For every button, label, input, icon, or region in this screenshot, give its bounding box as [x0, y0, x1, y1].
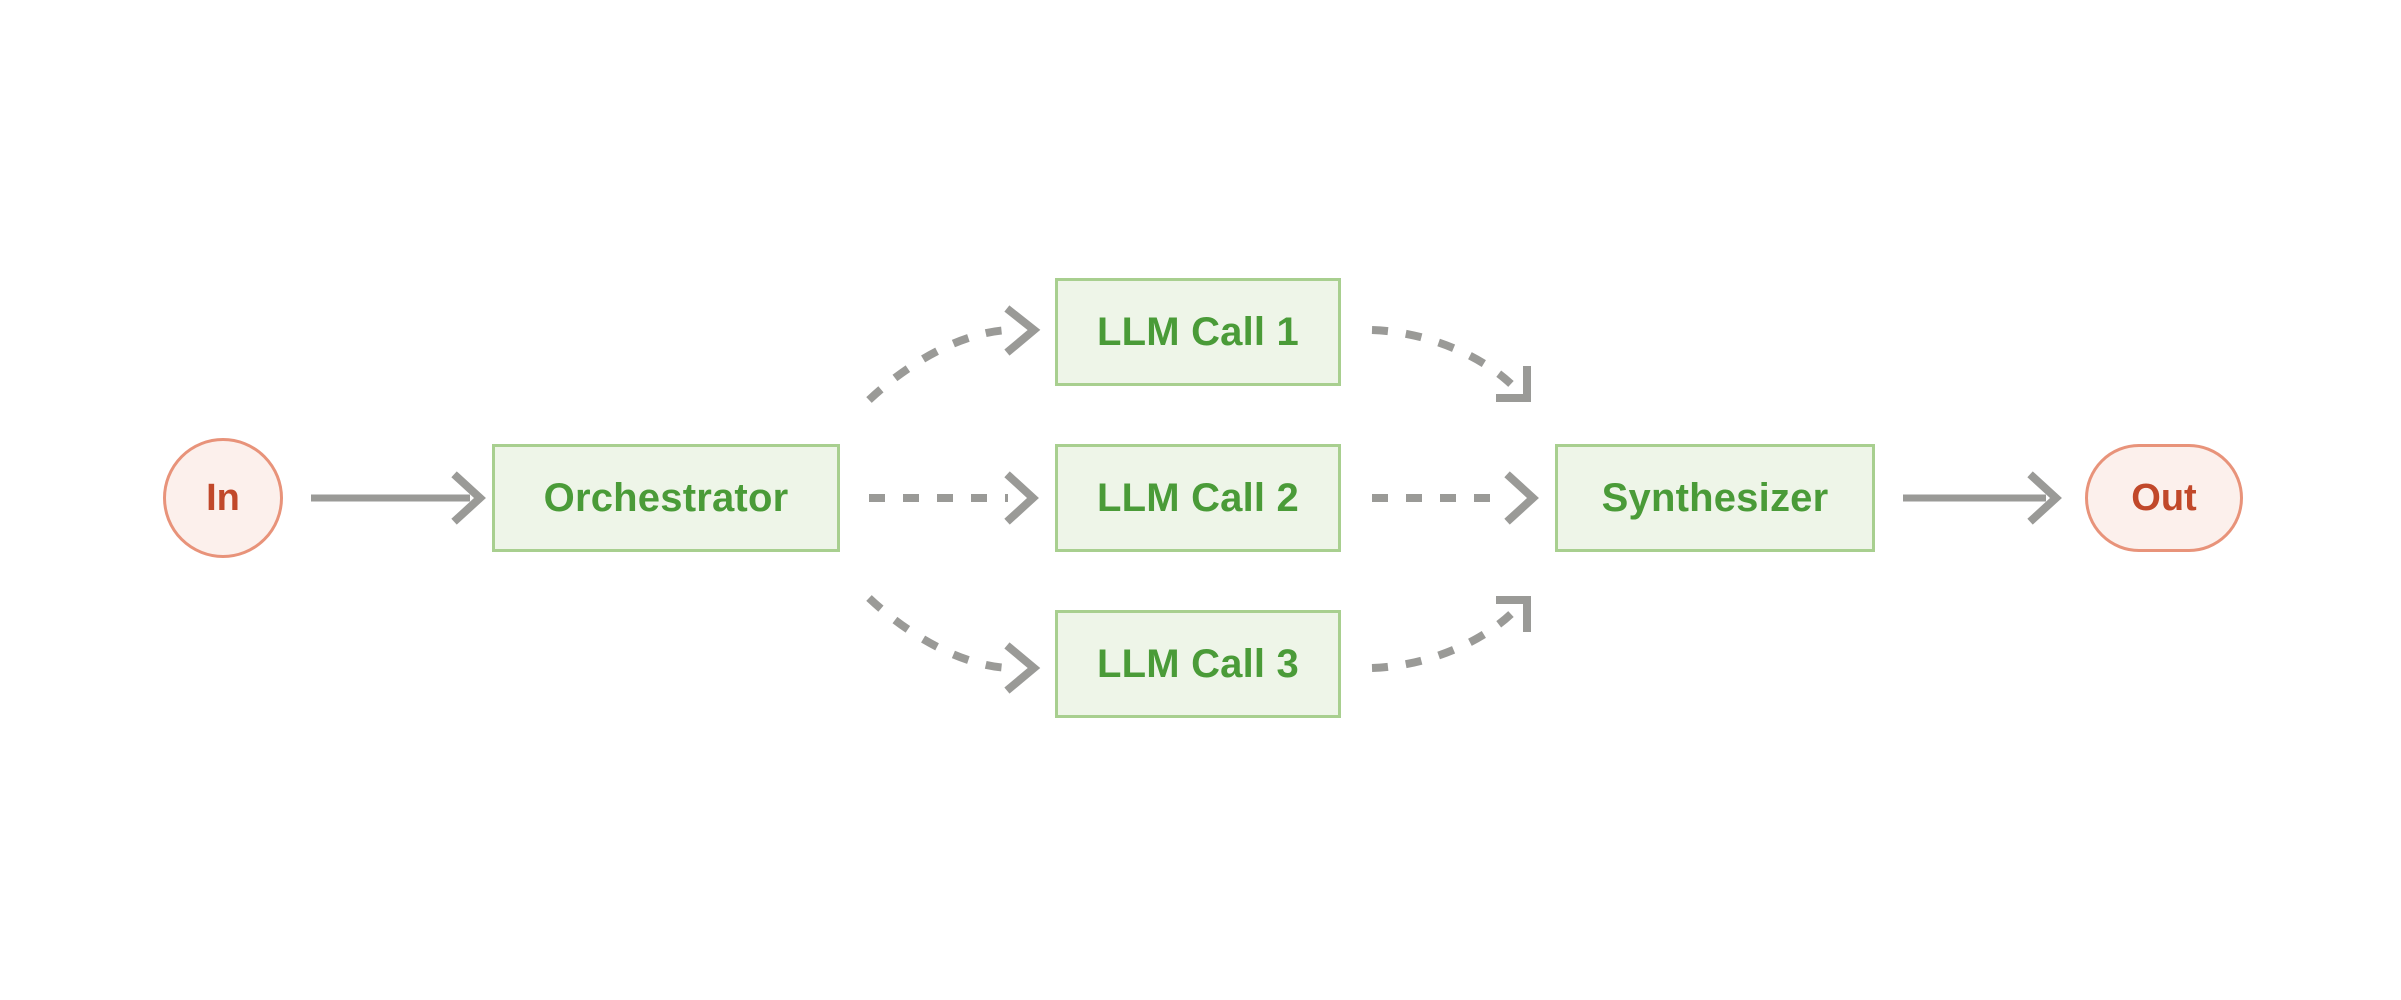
- edge-orchestrator-to-llm-call-2: [869, 471, 1039, 525]
- node-out-label: Out: [2131, 476, 2197, 519]
- edge-synthesizer-to-out: [1903, 471, 2062, 525]
- node-out[interactable]: Out: [2085, 444, 2243, 552]
- node-in-label: In: [206, 476, 240, 519]
- edge-llm-call-3-to-synthesizer: [1371, 596, 1531, 672]
- node-llm-call-3-label: LLM Call 3: [1096, 641, 1300, 686]
- edge-in-to-orchestrator: [311, 471, 486, 525]
- node-llm-call-1-label: LLM Call 1: [1096, 309, 1300, 354]
- node-synthesizer[interactable]: Synthesizer: [1555, 444, 1875, 552]
- node-orchestrator-label: Orchestrator: [543, 475, 789, 520]
- edge-orchestrator-to-llm-call-1: [866, 305, 1041, 403]
- edge-llm-call-2-to-synthesizer: [1372, 471, 1539, 525]
- node-llm-call-2-label: LLM Call 2: [1096, 475, 1300, 520]
- edge-orchestrator-to-llm-call-3: [866, 595, 1041, 694]
- edge-llm-call-1-to-synthesizer: [1371, 326, 1531, 402]
- node-in[interactable]: In: [163, 438, 283, 558]
- node-llm-call-2[interactable]: LLM Call 2: [1055, 444, 1341, 552]
- node-orchestrator[interactable]: Orchestrator: [492, 444, 840, 552]
- node-llm-call-1[interactable]: LLM Call 1: [1055, 278, 1341, 386]
- node-synthesizer-label: Synthesizer: [1601, 475, 1829, 520]
- node-llm-call-3[interactable]: LLM Call 3: [1055, 610, 1341, 718]
